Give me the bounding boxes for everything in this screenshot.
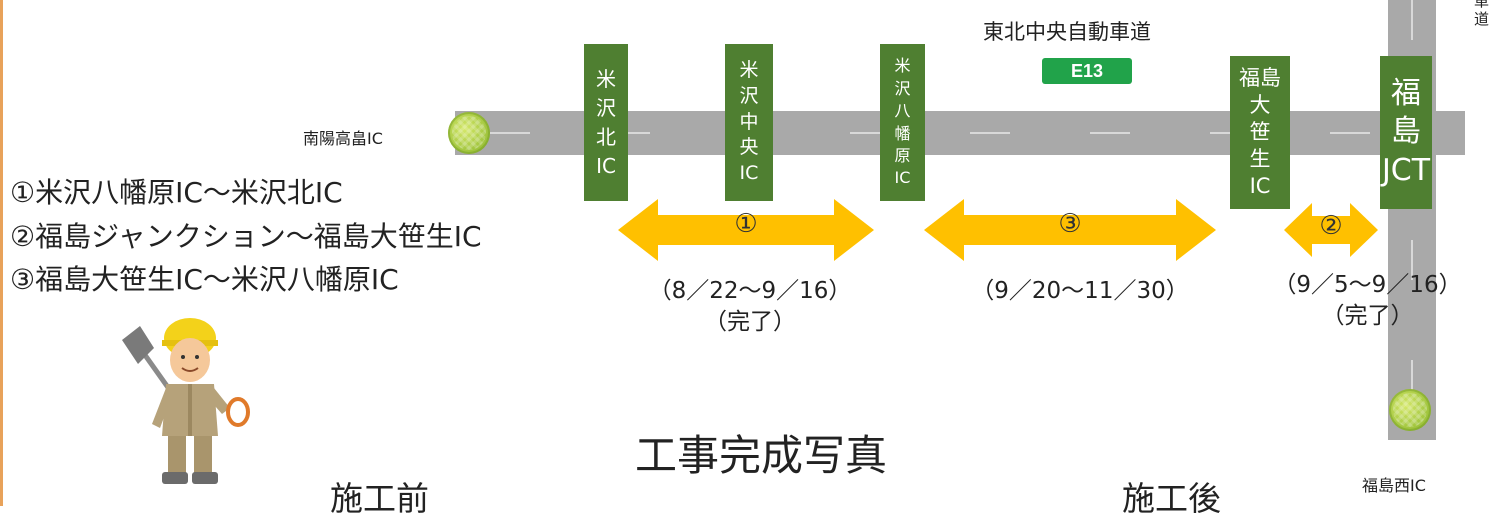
fukushima-jct-box: 福 島 JCT [1380, 56, 1432, 209]
left-border [0, 0, 3, 506]
fukushima-nishi-ic-label: 福島西IC [1362, 476, 1426, 495]
fukushima-ozasao-ic-label: 福島 大 笹 生 IC [1239, 66, 1281, 198]
yonezawa-chuo-ic-box: 米 沢 中 央 IC [725, 44, 773, 201]
after-label: 施工後 [1122, 479, 1221, 518]
section-1-period: （8／22〜9／16） （完了） [648, 278, 852, 336]
route-name: 東北中央自動車道 [983, 20, 1151, 44]
yonezawa-hachimanbara-ic-label: 米 沢 八 幡 原 IC [894, 56, 911, 188]
side-label: 車 道 [1474, 0, 1490, 28]
section-1-number: ① [734, 209, 758, 239]
fukushima-jct-label: 福 島 JCT [1381, 75, 1431, 188]
section-2-period: （9／5〜9／16） （完了） [1273, 272, 1462, 330]
lane-marking-vertical [1411, 0, 1413, 420]
section-2-number: ② [1319, 211, 1343, 241]
yonezawa-kita-ic-box: 米 沢 北 IC [584, 44, 628, 201]
yonezawa-chuo-ic-label: 米 沢 中 央 IC [739, 58, 759, 185]
section-3-arrow: ③ [924, 199, 1216, 261]
section-1-arrow: ① [618, 199, 874, 261]
worker-illustration [118, 312, 258, 488]
yonezawa-kita-ic-label: 米 沢 北 IC [596, 66, 616, 178]
legend-item-3: ③福島大笹生IC〜米沢八幡原IC [10, 263, 399, 296]
section-3-number: ③ [1058, 209, 1082, 239]
lane-marking [490, 132, 1390, 134]
route-badge: E13 [1042, 58, 1132, 84]
photo-title: 工事完成写真 [635, 431, 888, 480]
legend-item-1: ①米沢八幡原IC〜米沢北IC [10, 176, 343, 209]
section-3-period: （9／20〜11／30） [971, 278, 1189, 304]
section-2-arrow: ② [1284, 203, 1378, 257]
legend-item-2: ②福島ジャンクション〜福島大笹生IC [10, 220, 482, 253]
fukushima-ozasao-ic-box: 福島 大 笹 生 IC [1230, 56, 1290, 209]
fukushima-nishi-ic-marker [1389, 389, 1431, 431]
nanyo-ic-label: 南陽高畠IC [303, 129, 383, 148]
nanyo-ic-marker [448, 112, 490, 154]
before-label: 施工前 [330, 479, 429, 518]
yonezawa-hachimanbara-ic-box: 米 沢 八 幡 原 IC [880, 44, 925, 201]
